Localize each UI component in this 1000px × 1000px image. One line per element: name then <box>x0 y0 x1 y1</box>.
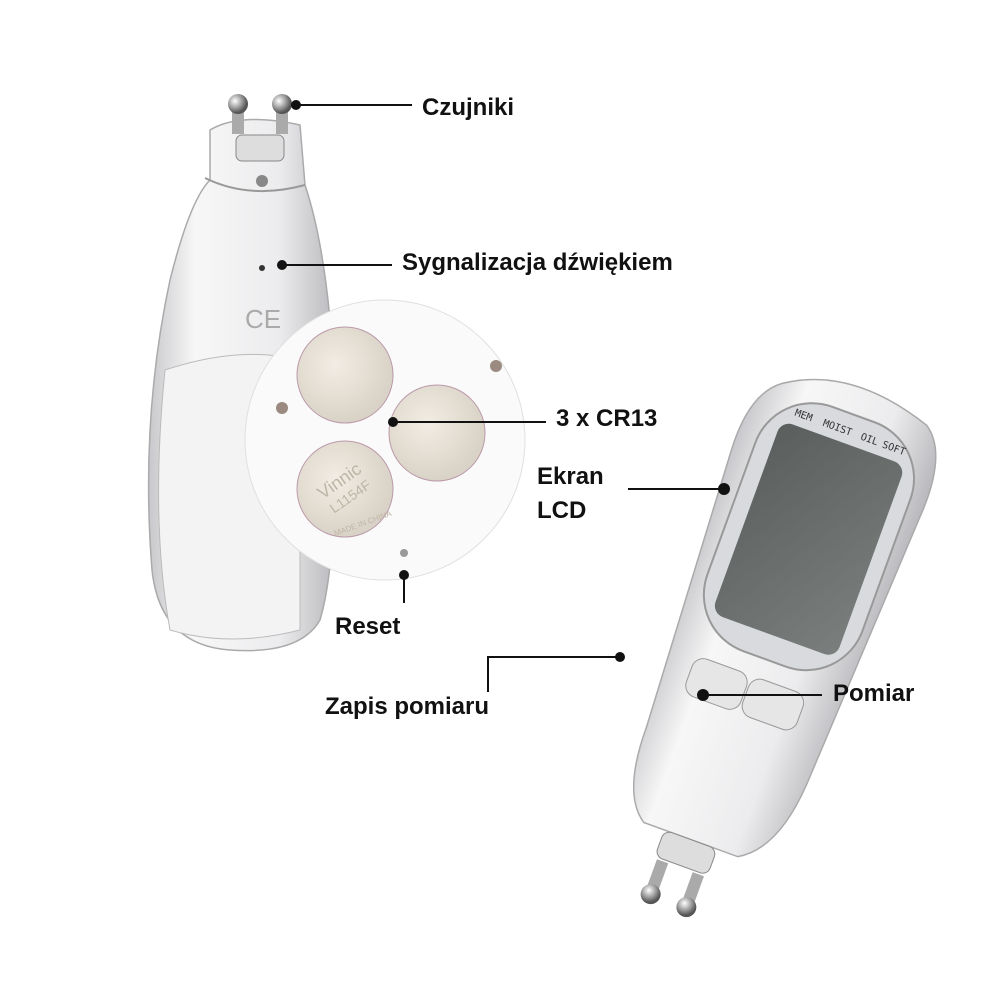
ce-mark-icon: CE <box>245 304 281 334</box>
callout-save-measurement: Zapis pomiaru <box>325 693 490 720</box>
battery-coin-icon <box>296 440 394 538</box>
device-front-view: MEM MOIST OIL SOFT <box>632 378 937 918</box>
callout-sound-signal: Sygnalizacja dźwiękiem <box>402 249 673 276</box>
callout-measure: Pomiar <box>833 680 915 707</box>
button-slot-icon <box>235 134 285 162</box>
sensor-probe-icon <box>676 897 697 918</box>
speaker-hole-icon <box>259 265 265 271</box>
callout-batteries: 3 x CR13 <box>556 405 658 432</box>
callout-sensors: Czujniki <box>422 94 515 121</box>
callout-dots <box>277 100 730 701</box>
callout-lines <box>282 104 822 696</box>
lcd-screen <box>714 423 903 655</box>
reset-hole-icon <box>400 549 408 557</box>
screw-icon <box>490 360 502 372</box>
battery-coin-icon <box>296 326 394 424</box>
callout-lcd-line2: LCD <box>537 497 587 524</box>
callout-reset: Reset <box>335 613 401 640</box>
screw-icon <box>256 175 268 187</box>
sensor-probe-icon <box>640 884 661 905</box>
battery-coin-icon <box>388 384 486 482</box>
battery-compartment-detail: Vinnic L1154F MADE IN CHINA <box>244 299 526 581</box>
sensor-probe-icon <box>272 94 292 114</box>
screw-icon <box>276 402 288 414</box>
sensor-probe-icon <box>228 94 248 114</box>
callout-lcd-line1: Ekran <box>537 463 604 490</box>
